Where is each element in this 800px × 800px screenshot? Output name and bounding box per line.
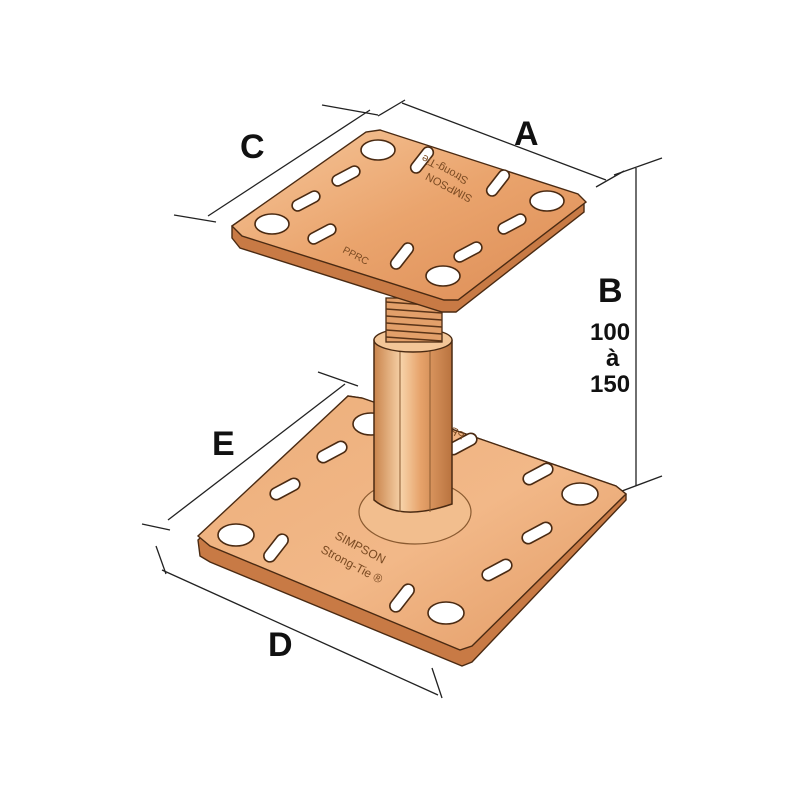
height-range-max: 150	[590, 371, 630, 398]
dimension-lines	[141, 99, 663, 699]
dimension-c-line	[207, 109, 371, 217]
top-plate	[230, 129, 588, 313]
top-hole-front	[425, 265, 461, 287]
top-slot	[485, 169, 511, 197]
dimension-label-c: C	[240, 128, 265, 166]
height-range-word: à	[606, 345, 620, 372]
top-slot	[307, 223, 337, 245]
top-slot	[331, 165, 361, 187]
dimension-label-b: B	[598, 272, 623, 310]
base-slot	[521, 521, 553, 545]
base-hole-front	[427, 601, 465, 625]
height-range-min: 100	[590, 319, 630, 346]
base-slot	[269, 477, 301, 501]
base-slot	[263, 533, 289, 563]
top-slot	[291, 190, 321, 212]
dimension-label-e: E	[212, 425, 235, 463]
dimension-label-d: D	[268, 626, 293, 664]
dimension-label-a: A	[514, 115, 539, 153]
top-hole-right	[529, 190, 565, 212]
base-slot	[522, 462, 554, 486]
top-slot	[453, 241, 483, 263]
top-slot	[497, 213, 527, 235]
dimension-d-line	[161, 569, 439, 696]
base-slot	[481, 558, 513, 582]
dimension-a-line	[401, 102, 607, 181]
top-hole-back	[360, 139, 396, 161]
base-slot	[316, 440, 348, 464]
dimension-e-line	[167, 383, 346, 521]
post-tube	[373, 327, 453, 513]
base-hole-left	[217, 523, 255, 547]
base-hole-right	[561, 482, 599, 506]
base-slot	[389, 583, 415, 613]
top-slot	[409, 146, 435, 174]
top-plate-holes	[254, 139, 565, 287]
top-hole-left	[254, 213, 290, 235]
top-slot	[389, 242, 415, 270]
